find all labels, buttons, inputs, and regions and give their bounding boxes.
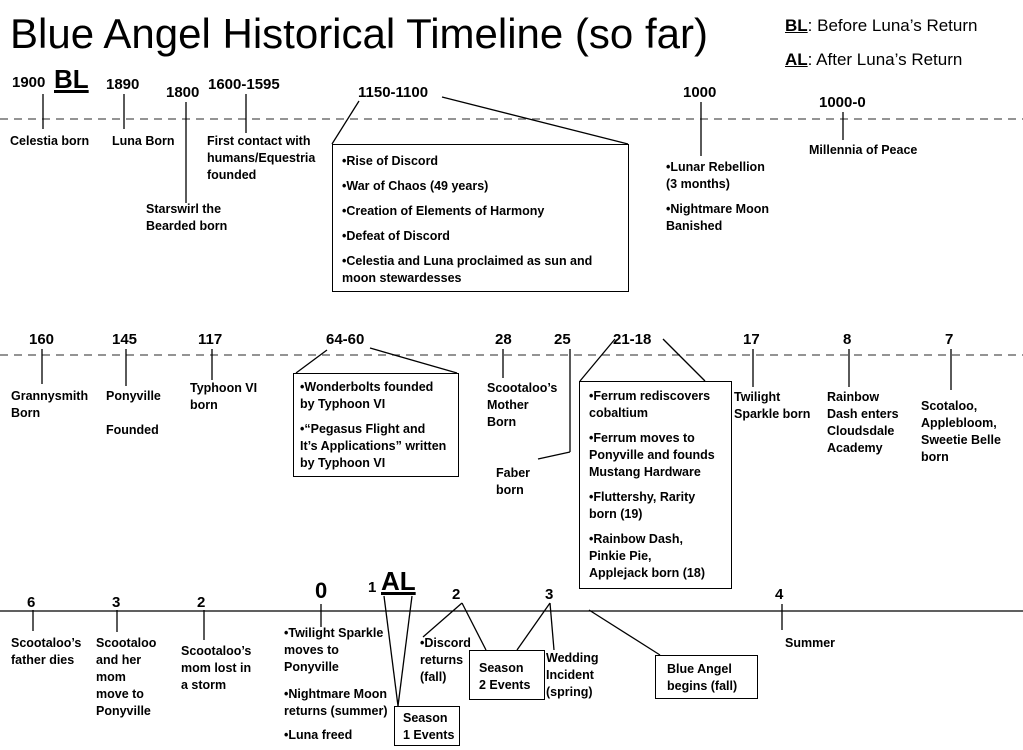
event-lunar-rebellion: •Lunar Rebellion (3 months) [666, 160, 765, 191]
year-1150-1100: 1150-1100 [358, 84, 429, 101]
event-scootaloo-mother-born: Scootaloo’s Mother Born [487, 381, 558, 429]
event-twilight-moves: •Twilight Sparkle moves to Ponyville [284, 626, 384, 674]
year-3-wedding: 3 [545, 586, 554, 603]
box-item: •Ferrum rediscovers cobaltium [589, 389, 711, 420]
box-season-1: Season 1 Events [394, 706, 460, 746]
legend-bl-abbr: BL [785, 16, 808, 35]
event-luna-freed: •Luna freed [284, 728, 353, 742]
box-item: •Defeat of Discord [342, 229, 450, 243]
legend-bl-text: : Before Luna’s Return [807, 16, 978, 35]
year-1800: 1800 [166, 84, 200, 101]
year-4: 4 [775, 586, 784, 603]
box-item: •Fluttershy, Rarity born (19) [589, 490, 696, 521]
year-3-scootaloo: 3 [112, 594, 121, 611]
year-21-18: 21-18 [613, 331, 652, 348]
year-1900: 1900 [12, 74, 46, 91]
year-160: 160 [29, 331, 55, 348]
box-wonderbolts: •Wonderbolts founded by Typhoon VI •“Peg… [293, 373, 459, 477]
box-discord-era: •Rise of Discord •War of Chaos (49 years… [332, 144, 629, 292]
event-luna-born: Luna Born [112, 134, 175, 148]
event-celestia-born: Celestia born [10, 134, 90, 148]
box-blue-angel-begins: Blue Angel begins (fall) [655, 655, 758, 699]
year-6: 6 [27, 594, 36, 611]
legend-al: AL: After Luna’s Return [785, 50, 962, 70]
year-2-discord: 2 [452, 586, 461, 603]
year-7: 7 [945, 331, 954, 348]
year-0: 0 [315, 578, 328, 603]
event-grannysmith-born: Grannysmith Born [11, 389, 89, 420]
event-faber-born: Faber born [496, 466, 531, 497]
year-1890: 1890 [106, 76, 140, 93]
event-wedding-incident: Wedding Incident (spring) [546, 651, 599, 699]
event-discord-returns: •Discord returns (fall) [420, 636, 471, 684]
year-1: 1 [368, 579, 377, 596]
box-season-2: Season 2 Events [469, 650, 545, 700]
event-rainbow-academy: Rainbow Dash enters Cloudsdale Academy [827, 390, 899, 455]
year-8: 8 [843, 331, 852, 348]
year-1000-0: 1000-0 [819, 94, 866, 111]
event-nightmare-banished: •Nightmare Moon Banished [666, 202, 769, 233]
year-17: 17 [743, 331, 760, 348]
box-item: •War of Chaos (49 years) [342, 179, 489, 193]
year-1600-1595: 1600-1595 [208, 76, 280, 93]
year-28: 28 [495, 331, 512, 348]
event-summer: Summer [785, 636, 836, 650]
box-item: •Rise of Discord [342, 154, 439, 168]
box-item: •“Pegasus Flight and It’s Applications” … [300, 422, 447, 470]
box-item: •Celestia and Luna proclaimed as sun and… [342, 254, 593, 285]
event-first-contact: First contact with humans/Equestria foun… [207, 134, 316, 182]
page-title: Blue Angel Historical Timeline (so far) [10, 10, 708, 57]
era-bl-marker: BL [54, 64, 89, 94]
event-millennia-peace: Millennia of Peace [809, 143, 918, 157]
legend-al-text: : After Luna’s Return [807, 50, 963, 69]
era-al-marker: AL [381, 566, 416, 596]
box-item: •Ferrum moves to Ponyville and founds Mu… [589, 431, 715, 479]
box-item: •Wonderbolts founded by Typhoon VI [300, 380, 434, 411]
event-scootaloo-move: Scootaloo and her mom move to Ponyville [96, 636, 157, 718]
event-mom-lost: Scootaloo’s mom lost in a storm [181, 644, 252, 692]
event-ponyville-founded: Ponyville Founded [106, 389, 161, 437]
event-nightmare-returns: •Nightmare Moon returns (summer) [284, 687, 388, 718]
year-117: 117 [198, 331, 223, 348]
event-crusaders-born: Scotaloo, Applebloom, Sweetie Belle born [921, 399, 1001, 464]
year-2-storm: 2 [197, 594, 206, 611]
event-starswirl-born: Starswirl the Bearded born [146, 202, 228, 233]
year-25: 25 [554, 331, 571, 348]
event-scootaloo-father: Scootaloo’s father dies [11, 636, 82, 667]
event-typhoon-born: Typhoon VI born [190, 381, 258, 412]
box-ferrum: •Ferrum rediscovers cobaltium •Ferrum mo… [579, 381, 732, 589]
year-1000: 1000 [683, 84, 717, 101]
year-145: 145 [112, 331, 138, 348]
legend-al-abbr: AL [785, 50, 808, 69]
legend-bl: BL: Before Luna’s Return [785, 16, 977, 36]
year-64-60: 64-60 [326, 331, 365, 348]
box-item: •Creation of Elements of Harmony [342, 204, 545, 218]
box-item: •Rainbow Dash, Pinkie Pie, Applejack bor… [589, 532, 705, 580]
event-twilight-born: Twilight Sparkle born [734, 390, 811, 421]
